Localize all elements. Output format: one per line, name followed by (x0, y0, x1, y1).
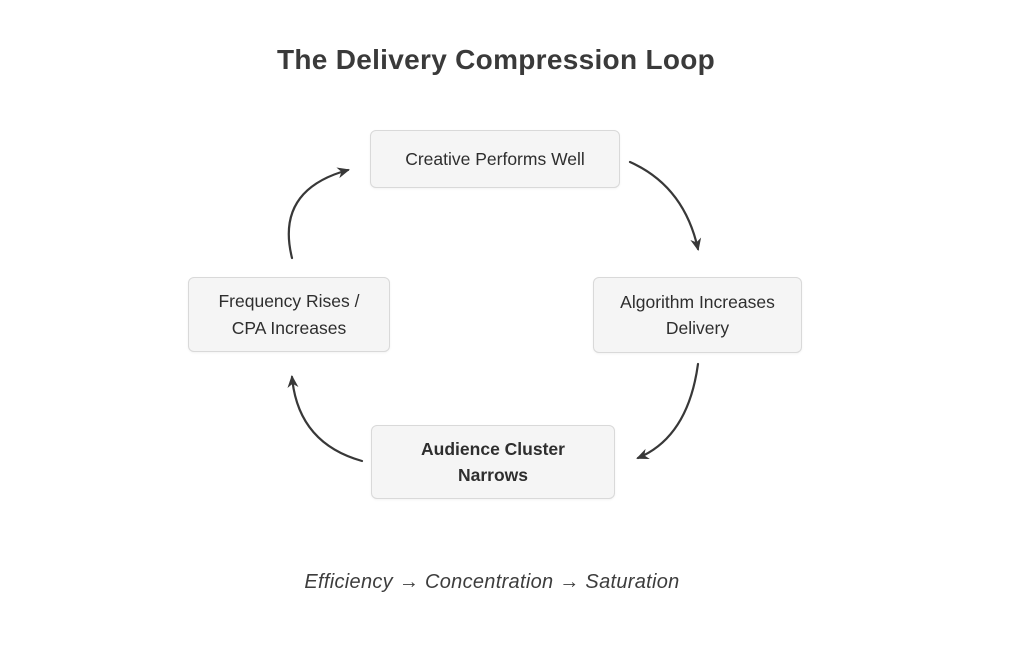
node-label: Algorithm Increases Delivery (620, 291, 775, 338)
arrow-audience-to-frequency (287, 375, 364, 463)
arrow-creative-to-algorithm (628, 160, 702, 251)
arrow-frequency-to-creative (287, 167, 350, 260)
caption: Efficiency → Concentration → Saturation (304, 571, 680, 593)
node-creative-performs-well: Creative Performs Well (370, 130, 620, 188)
page-title: The Delivery Compression Loop (276, 44, 716, 75)
arrow-algorithm-to-audience (636, 362, 700, 460)
node-label: Audience Cluster Narrows (421, 438, 565, 485)
node-audience-cluster-narrows: Audience Cluster Narrows (371, 425, 615, 499)
node-label: Creative Performs Well (405, 148, 585, 169)
node-frequency-rises-cpa-increases: Frequency Rises / CPA Increases (188, 277, 390, 352)
node-algorithm-increases-delivery: Algorithm Increases Delivery (593, 277, 802, 353)
node-label: Frequency Rises / CPA Increases (218, 291, 360, 338)
